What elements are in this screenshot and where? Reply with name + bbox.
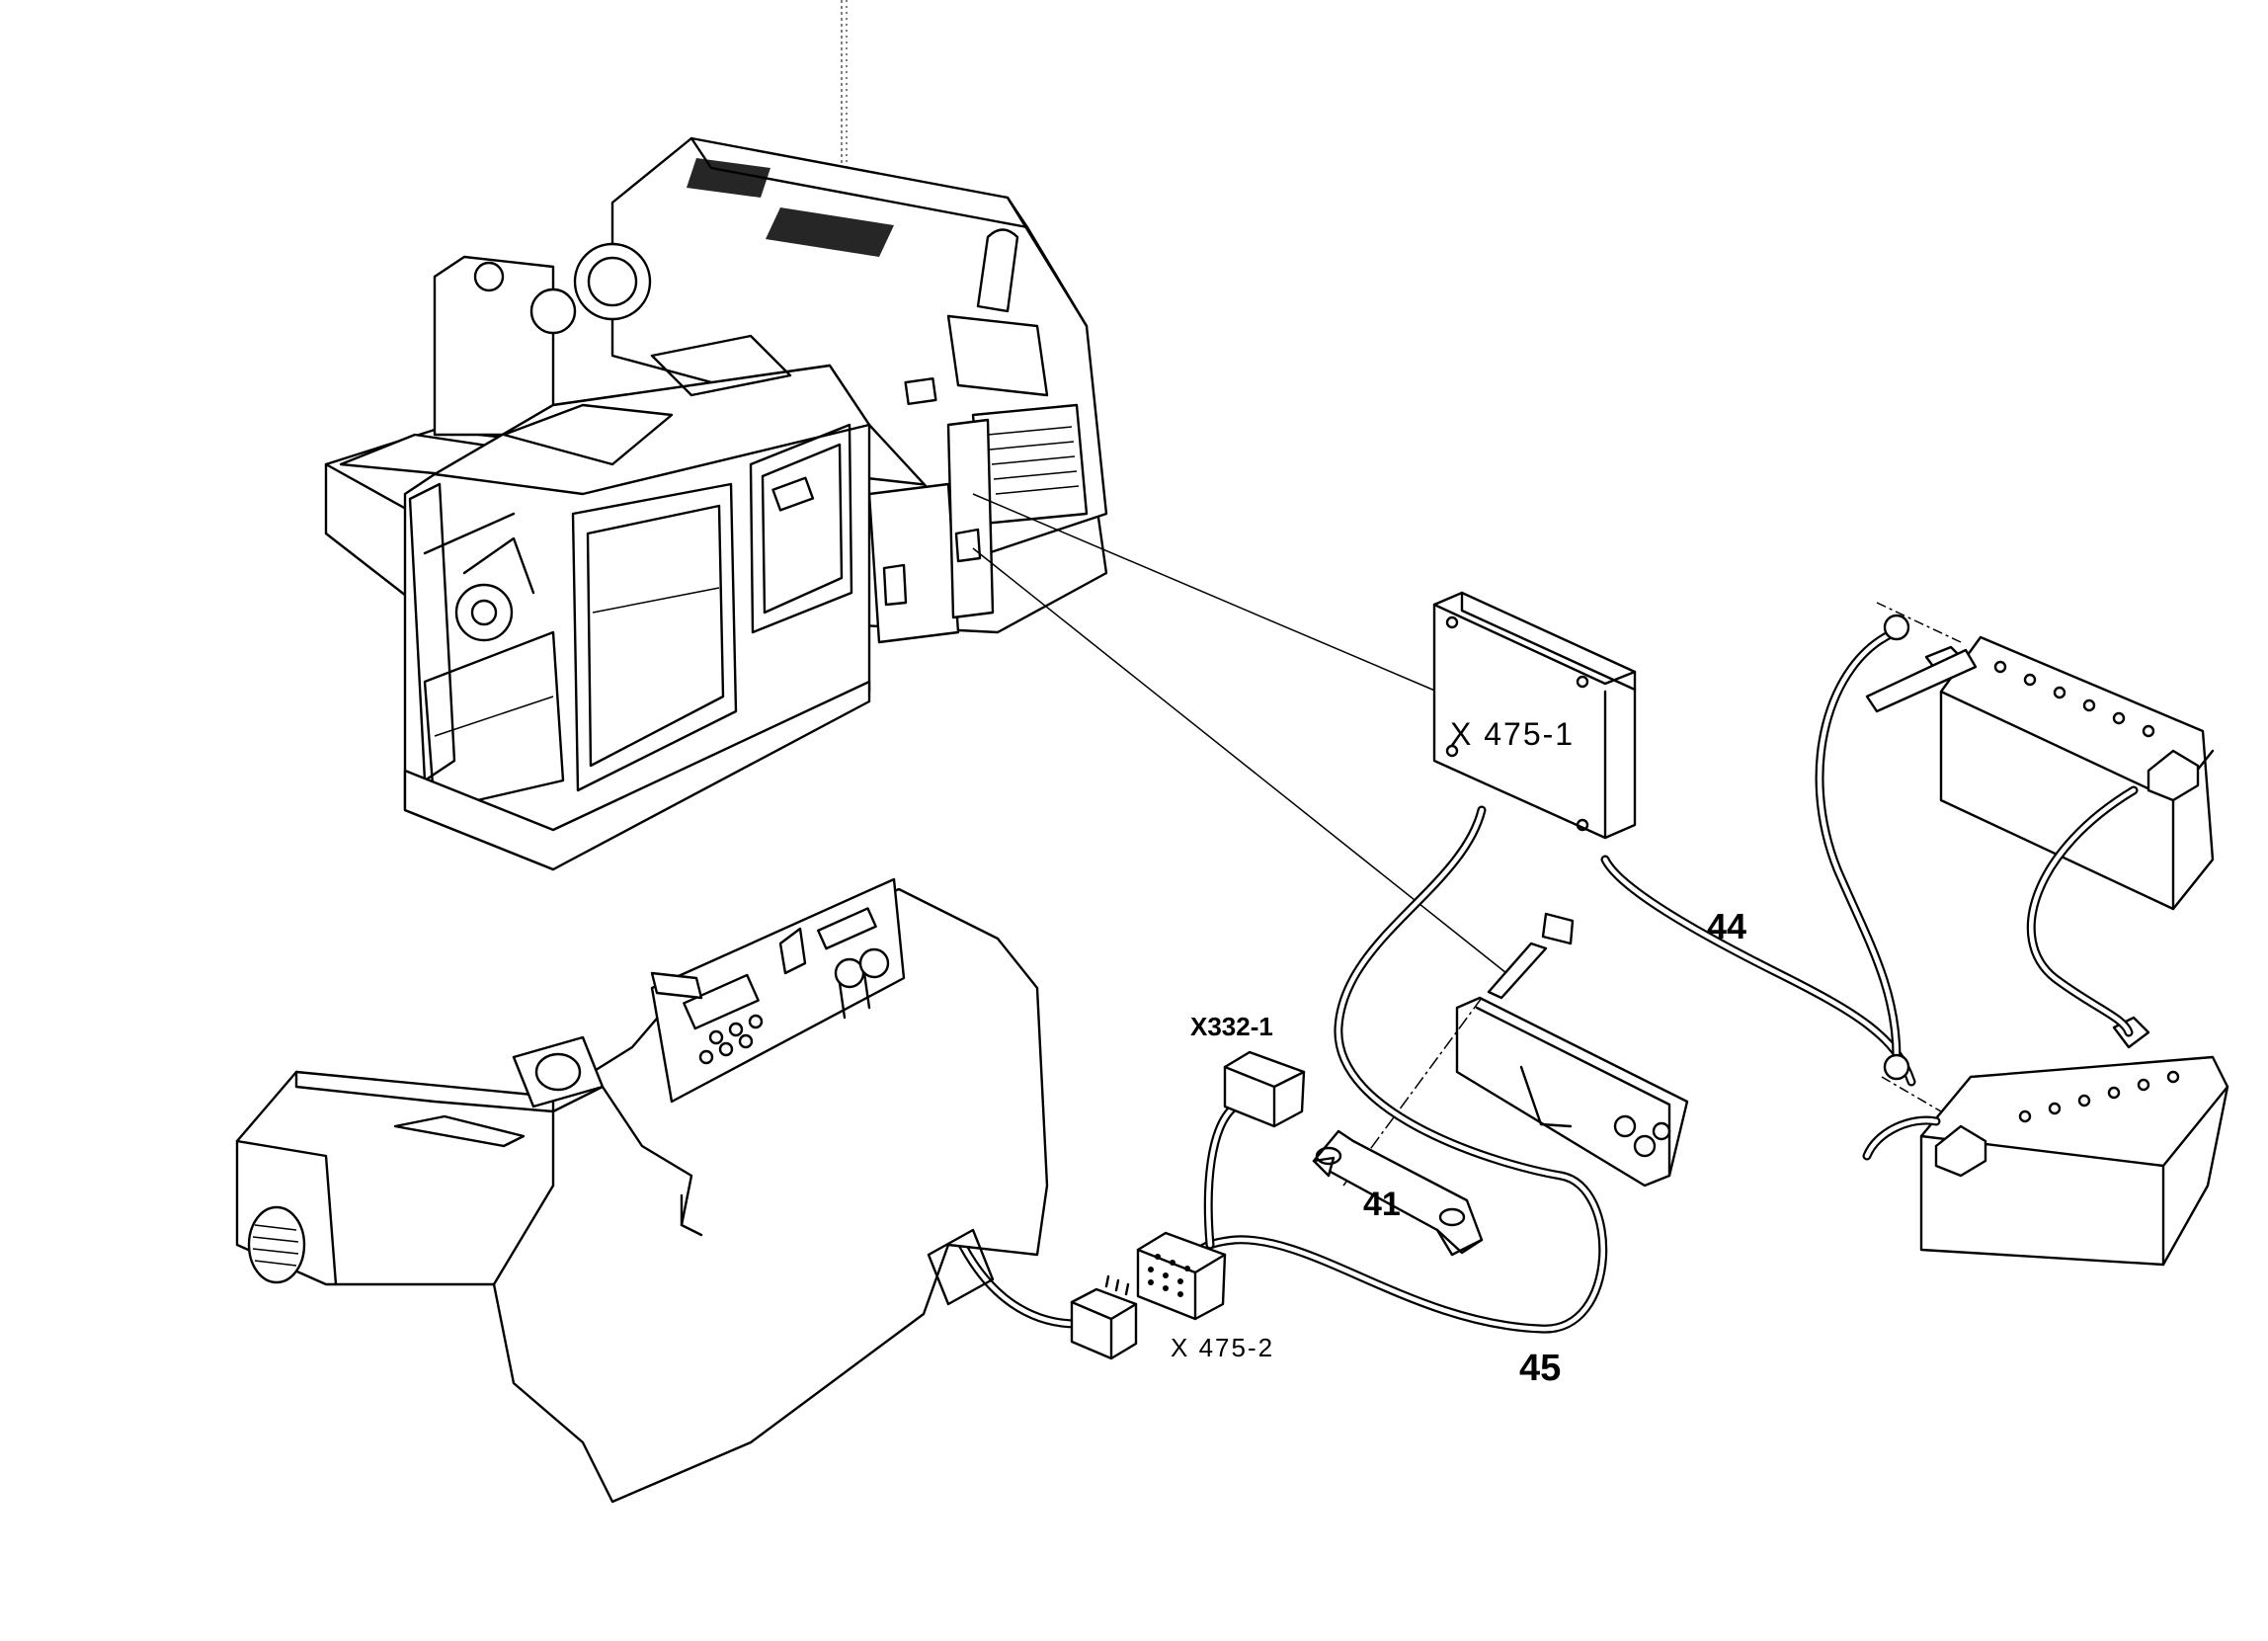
- label-part-44: 44: [1707, 906, 1746, 946]
- label-part-41: 41: [1363, 1186, 1401, 1223]
- machine-cab: [403, 334, 871, 871]
- battery-upper-cells: [1993, 660, 2155, 738]
- label-x475-2: X 475-2: [1171, 1333, 1274, 1362]
- clamp-part-41: 41: [1312, 1129, 1484, 1257]
- control-box-x475-1: X 475-1: [1432, 591, 1637, 840]
- connector-x332-1: X332-1: [1190, 1012, 1306, 1128]
- connector-x475-2-male: [1070, 1274, 1138, 1360]
- battery-cables: [1815, 602, 2139, 1161]
- battery-lower: [1919, 1016, 2229, 1267]
- battery-lower-cells: [2018, 1070, 2180, 1123]
- label-x332-1: X332-1: [1190, 1012, 1273, 1041]
- label-part-45: 45: [1519, 1348, 1561, 1389]
- mounting-bracket: [1342, 912, 1689, 1188]
- operator-console: [235, 877, 1049, 1504]
- cable-x332-1: [1203, 1102, 1240, 1250]
- label-x475-1: X 475-1: [1450, 716, 1575, 752]
- connector-x475-2-female: X 475-2: [1136, 1231, 1274, 1362]
- cable-44: 44: [1600, 855, 1916, 1087]
- battery-upper: [1924, 635, 2215, 911]
- cable-45: 45: [1190, 805, 1608, 1389]
- connector-pins: [1148, 1254, 1190, 1297]
